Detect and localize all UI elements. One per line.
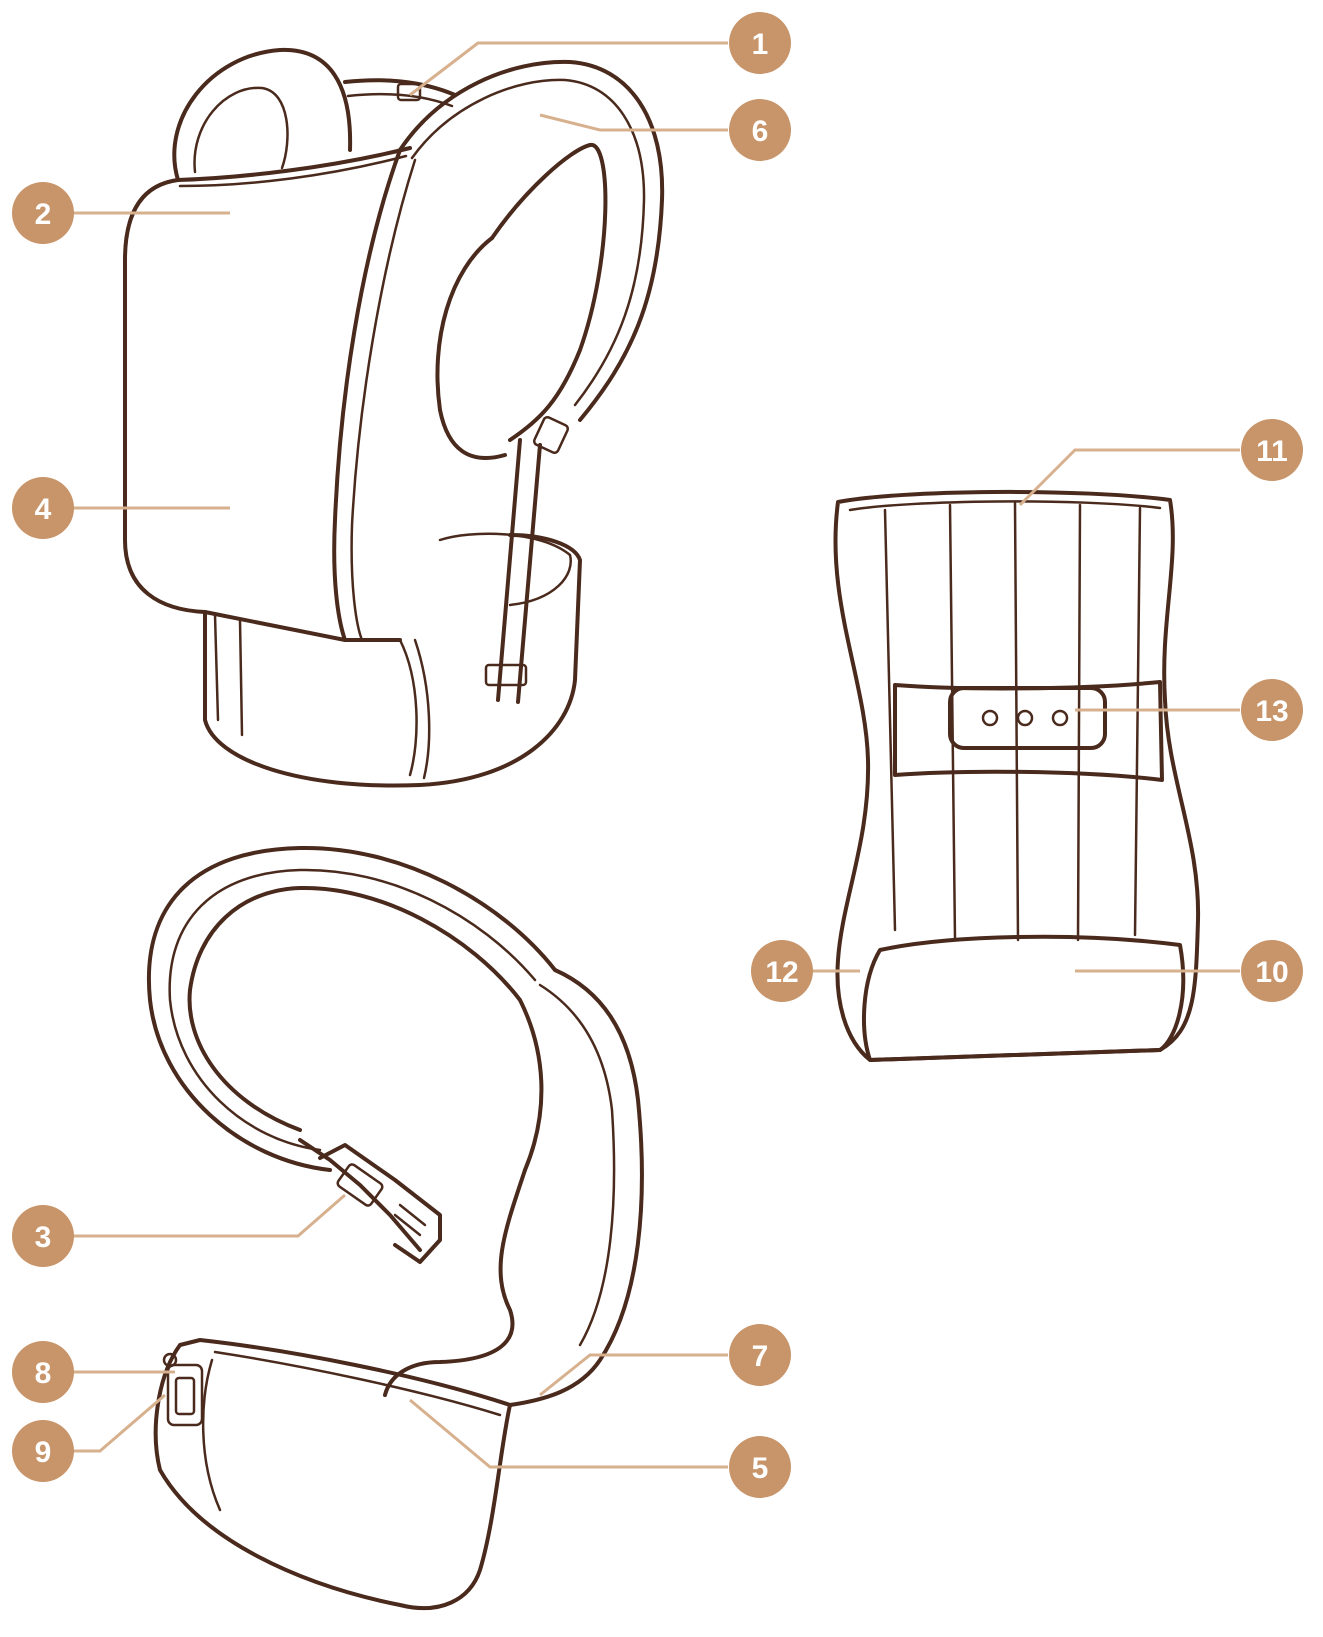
leader-line-11 (1018, 448, 1240, 507)
callout-2-label: 2 (35, 198, 52, 231)
callout-4-label: 4 (35, 493, 52, 526)
callout-2: 2 (12, 182, 74, 244)
callout-8: 8 (12, 1341, 74, 1403)
callout-6: 6 (729, 99, 791, 161)
leader-line-1 (409, 41, 728, 97)
callout-1: 1 (729, 12, 791, 74)
callout-12-circle (751, 940, 813, 1002)
carrier-body-illustration (123, 47, 665, 788)
infant-insert-illustration (833, 489, 1201, 1062)
callout-9-circle (12, 1420, 74, 1482)
callout-1-circle (729, 12, 791, 74)
callout-5: 5 (729, 1436, 791, 1498)
callout-1-label: 1 (752, 28, 769, 61)
callout-5-label: 5 (752, 1452, 769, 1485)
callout-10: 10 (1241, 940, 1303, 1002)
callout-11: 11 (1241, 419, 1303, 481)
callout-11-circle (1241, 419, 1303, 481)
callout-7-label: 7 (752, 1340, 769, 1373)
callout-10-label: 10 (1255, 956, 1288, 989)
callout-6-label: 6 (752, 115, 769, 148)
callout-6-circle (729, 99, 791, 161)
leader-line-7 (539, 1353, 728, 1397)
leader-lines (68, 41, 1240, 1469)
callout-8-circle (12, 1341, 74, 1403)
callout-8-label: 8 (35, 1357, 52, 1390)
callout-12: 12 (751, 940, 813, 1002)
callout-3: 3 (12, 1205, 74, 1267)
callout-3-circle (12, 1205, 74, 1267)
callout-5-circle (729, 1436, 791, 1498)
callout-7-circle (729, 1324, 791, 1386)
callout-2-circle (12, 182, 74, 244)
callout-9-label: 9 (35, 1436, 52, 1469)
leader-line-3 (68, 1193, 346, 1238)
waist-belt-illustration (146, 845, 644, 1611)
callout-11-label: 11 (1256, 435, 1288, 468)
callout-10-circle (1241, 940, 1303, 1002)
callout-4-circle (12, 477, 74, 539)
callout-3-label: 3 (35, 1221, 52, 1254)
callout-7: 7 (729, 1324, 791, 1386)
leader-line-9 (68, 1393, 166, 1453)
callout-12-label: 12 (765, 956, 798, 989)
callout-4: 4 (12, 477, 74, 539)
callout-13: 13 (1241, 679, 1303, 741)
callout-13-circle (1241, 679, 1303, 741)
callout-9: 9 (12, 1420, 74, 1482)
leader-line-6 (539, 113, 728, 132)
leader-line-5 (409, 1398, 728, 1469)
callout-13-label: 13 (1255, 695, 1288, 728)
